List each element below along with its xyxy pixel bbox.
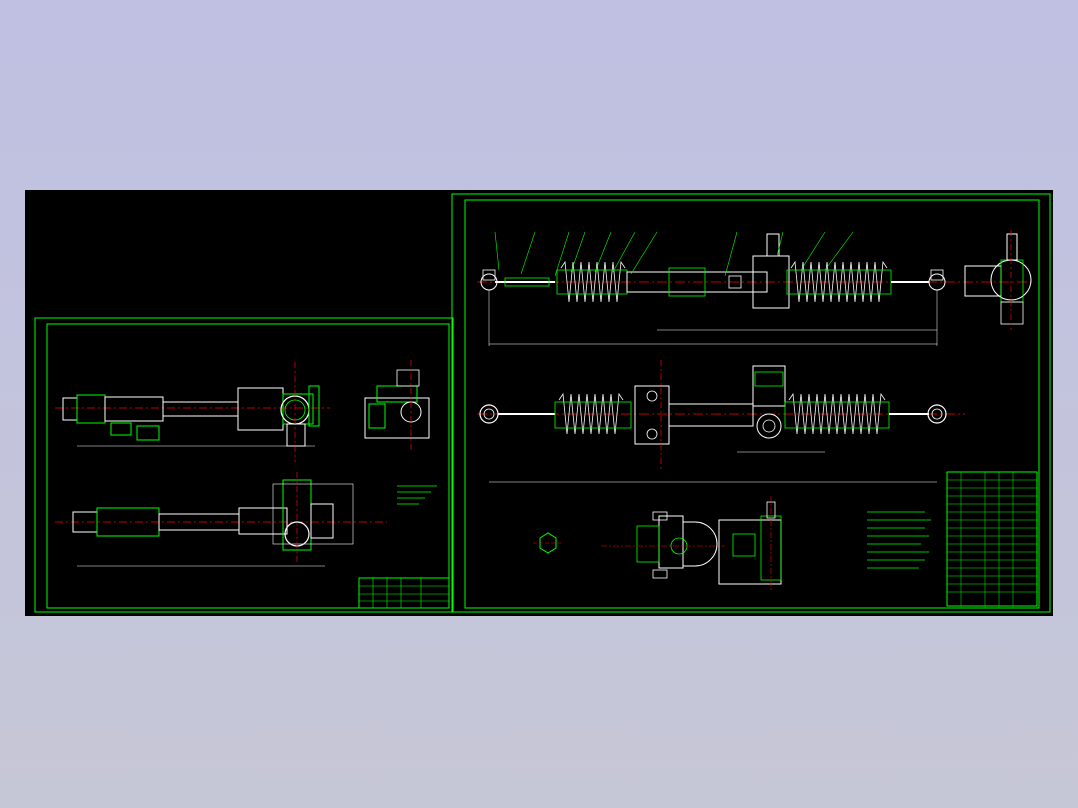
housing-side-view: [364, 360, 430, 450]
housing-top-view: [55, 362, 330, 462]
assembly-notes: [867, 511, 931, 569]
housing-section-view: [55, 472, 387, 567]
hex-detail: [539, 532, 557, 554]
cad-drawing: [34, 193, 1051, 613]
right-sheet[interactable]: [451, 193, 1051, 613]
right-sheet-inner-frame: [464, 199, 1040, 609]
rack-assembly-plan: [477, 360, 965, 483]
pinion-end-view: [964, 230, 1032, 330]
drawing-canvas[interactable]: [25, 190, 1053, 616]
left-sheet-inner-frame: [46, 323, 450, 609]
left-sheet-outer-frame: [34, 317, 454, 613]
left-title-block: [358, 577, 450, 609]
technical-notes: [397, 485, 437, 505]
detail-views: [533, 496, 782, 592]
parts-list-table: [946, 471, 1038, 607]
right-sheet-outer-frame: [451, 193, 1051, 613]
left-sheet[interactable]: [34, 317, 454, 613]
rack-assembly-elevation: [477, 231, 1035, 346]
